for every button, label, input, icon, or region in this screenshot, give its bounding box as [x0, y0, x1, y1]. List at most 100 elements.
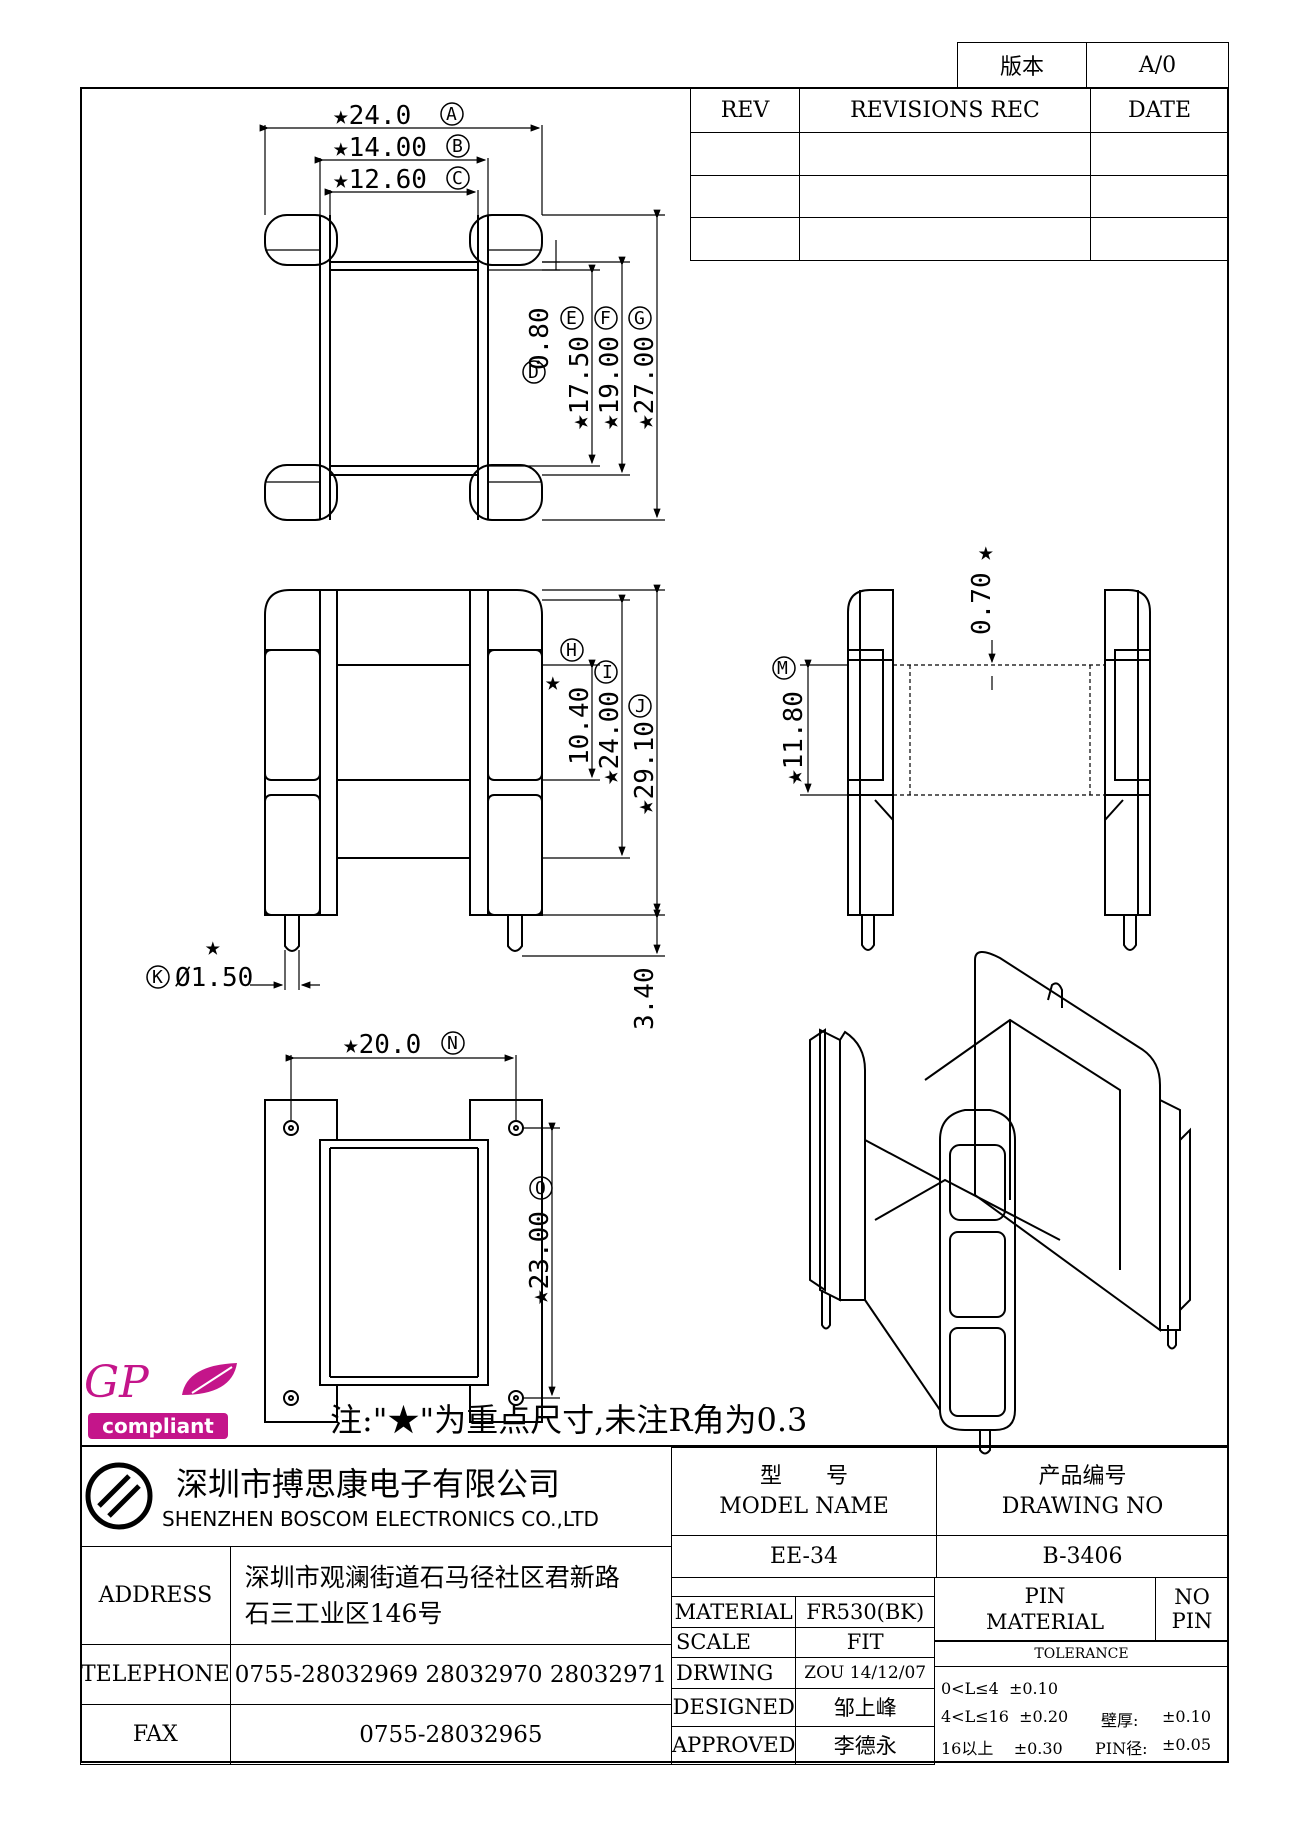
dim-k: Ø1.50	[175, 963, 253, 993]
drawing-label-cn: 产品编号	[1038, 1463, 1127, 1489]
tag-i: I	[602, 662, 613, 683]
tag-d: D	[528, 362, 539, 383]
tag-j: J	[635, 696, 646, 717]
tag-c: C	[452, 168, 463, 189]
drwing-value: ZOU 14/12/07	[795, 1657, 935, 1689]
tag-o: O	[535, 1178, 546, 1199]
rev-cell	[1090, 217, 1229, 261]
version-table: 版本 A/0	[957, 42, 1229, 88]
date-header: DATE	[1090, 87, 1229, 133]
dim-f: ★19.00	[595, 336, 625, 430]
technical-drawing: ★24.0 ★14.00 ★12.60 0.80 ★17.50 ★19.00 ★…	[146, 101, 1191, 1455]
dim-e: ★17.50	[565, 336, 595, 430]
drawing-label: 产品编号 DRAWING NO	[936, 1447, 1229, 1536]
tolerance-label: TOLERANCE	[934, 1641, 1229, 1667]
tag-e: E	[566, 308, 577, 329]
model-label-en: MODEL NAME	[719, 1493, 889, 1519]
version-value: A/0	[1086, 42, 1229, 88]
dim-h-star: ★	[545, 667, 561, 697]
pin-dia-value: ±0.05	[1162, 1735, 1212, 1754]
telephone-value: 0755-28032969 28032970 28032971	[229, 1644, 673, 1705]
pin-material-label: PIN MATERIAL	[934, 1577, 1156, 1641]
dim-l-star: ★	[978, 537, 994, 567]
side-view	[847, 589, 1151, 951]
dim-pin-length: 3.40	[630, 967, 660, 1030]
dim-g: ★27.00	[630, 336, 660, 430]
dim-o: ★23.00	[525, 1211, 555, 1305]
front-view-dimensions	[250, 584, 665, 990]
tolerance-1: 0<L≤4 ±0.10	[941, 1679, 1058, 1698]
tag-a: A	[446, 104, 457, 125]
leaf-icon	[182, 1363, 237, 1395]
dim-l: 0.70	[967, 572, 997, 635]
contact-table: ADDRESS 深圳市观澜街道石马径社区君新路 石三工业区146号 TELEPH…	[80, 1546, 673, 1765]
company-name-cn: 深圳市搏思康电子有限公司	[176, 1465, 561, 1503]
gp-compliant-badge: GP compliant	[82, 1355, 252, 1445]
pin-table: PIN MATERIAL NO PIN	[934, 1577, 1229, 1641]
tag-k: K	[152, 967, 163, 988]
telephone-label: TELEPHONE	[80, 1644, 231, 1705]
tag-f: F	[600, 308, 611, 329]
address-line-2: 石三工业区146号	[244, 1598, 443, 1628]
scale-label: SCALE	[670, 1626, 797, 1659]
approved-label: APPROVED	[670, 1725, 797, 1766]
front-view	[264, 589, 543, 952]
model-label-cn: 型 号	[759, 1463, 848, 1489]
compliant-text: compliant	[88, 1413, 228, 1439]
bottom-view-dimensions	[285, 1054, 560, 1399]
dim-i: ★24.00	[595, 691, 625, 785]
drawing-note: 注:"★"为重点尺寸,未注R角为0.3	[330, 1401, 808, 1439]
dim-h: 10.40	[565, 687, 595, 765]
rev-header: REV	[690, 87, 800, 133]
top-view	[264, 214, 543, 521]
drawing-value: B-3406	[936, 1535, 1229, 1578]
dim-m: ★11.80	[779, 691, 809, 785]
tag-h: H	[566, 640, 577, 661]
company-logo-icon	[85, 1462, 153, 1530]
approved-value: 李德永	[795, 1725, 935, 1766]
dim-a: ★24.0	[333, 101, 411, 131]
dim-b: ★14.00	[333, 133, 427, 163]
tolerance-2: 4<L≤16 ±0.20	[941, 1707, 1069, 1726]
dimension-tags: A B C D E F G H I J K M N O	[146, 102, 796, 1200]
scale-value: FIT	[795, 1626, 935, 1659]
tag-g: G	[634, 308, 645, 329]
rev-cell	[690, 217, 800, 261]
dim-d: 0.80	[525, 307, 555, 370]
material-value: FR530(BK)	[795, 1596, 935, 1628]
wall-value: ±0.10	[1162, 1707, 1212, 1726]
side-view-dimensions	[800, 640, 996, 796]
tolerance-3: 16以上 ±0.30	[941, 1739, 1063, 1758]
rev-cell	[690, 174, 800, 219]
tag-n: N	[447, 1033, 458, 1054]
wall-label: 壁厚:	[1101, 1711, 1139, 1730]
dim-k-star: ★	[205, 932, 221, 962]
model-label: 型 号 MODEL NAME	[671, 1447, 937, 1536]
drwing-label: DRWING	[670, 1657, 797, 1689]
company-block: 深圳市搏思康电子有限公司 SHENZHEN BOSCOM ELECTRONICS…	[80, 1447, 672, 1547]
address-value: 深圳市观澜街道石马径社区君新路 石三工业区146号	[229, 1546, 673, 1645]
dimension-labels: ★24.0 ★14.00 ★12.60 0.80 ★17.50 ★19.00 ★…	[175, 101, 997, 1305]
rev-cell	[799, 217, 1091, 261]
gp-text: GP	[84, 1357, 149, 1408]
dim-c: ★12.60	[333, 165, 427, 195]
model-table: 型 号 MODEL NAME 产品编号 DRAWING NO EE-34 B-3…	[671, 1447, 1229, 1578]
designed-value: 邹上峰	[795, 1687, 935, 1727]
company-name-en: SHENZHEN BOSCOM ELECTRONICS CO.,LTD	[162, 1507, 599, 1531]
dim-n: ★20.0	[343, 1030, 421, 1060]
revision-table: REV REVISIONS REC DATE	[690, 87, 1229, 261]
top-view-dimensions	[259, 124, 665, 521]
fax-value: 0755-28032965	[229, 1704, 673, 1765]
designed-label: DESIGNED	[670, 1687, 797, 1727]
material-label: MATERIAL	[670, 1596, 797, 1628]
drawing-label-en: DRAWING NO	[1001, 1493, 1164, 1519]
tag-m: M	[777, 658, 788, 679]
tolerance-block: 0<L≤4 ±0.10 4<L≤16 ±0.20 16以上 ±0.30 壁厚: …	[934, 1667, 1229, 1765]
title-block: 深圳市搏思康电子有限公司 SHENZHEN BOSCOM ELECTRONICS…	[80, 1445, 1229, 1766]
tag-b: B	[452, 136, 463, 157]
bottom-view	[264, 1099, 543, 1423]
dim-j: ★29.10	[630, 721, 660, 815]
model-value: EE-34	[671, 1535, 937, 1578]
pin-dia-label: PIN径:	[1095, 1739, 1148, 1758]
